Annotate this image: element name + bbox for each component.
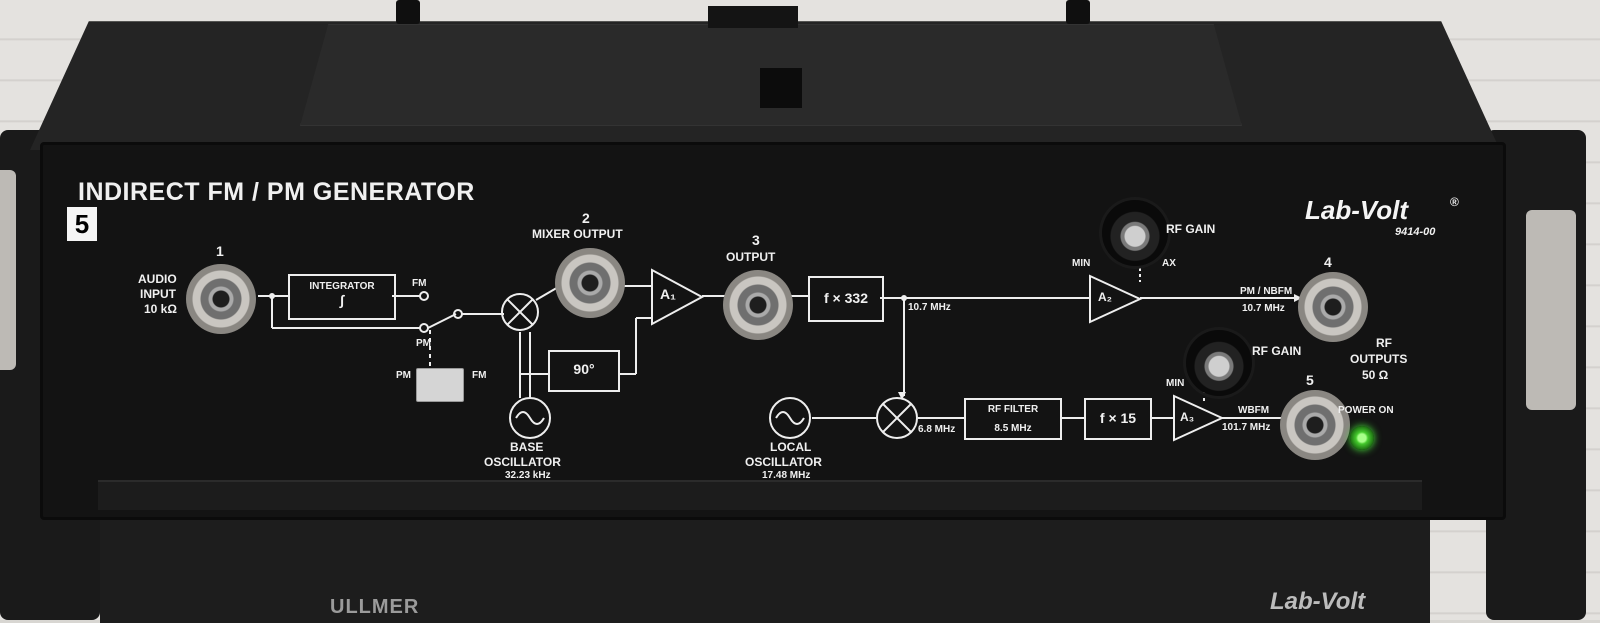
rf-filter-block: RF FILTER 8.5 MHz [964,398,1062,440]
rf-gain-knob-wbfm[interactable] [1186,330,1252,396]
amplifier-a1-label: A₁ [660,286,676,302]
local-osc-label: LOCAL [770,440,812,454]
lower-unit-label: ULLMER [330,596,420,618]
rf-outputs-label-2: OUTPUTS [1350,352,1408,366]
multiplier-15-label: f × 15 [1099,410,1137,426]
fm-pm-selector-switch[interactable] [416,368,464,402]
brand-registered-mark: ® [1450,195,1459,209]
rf-outputs-impedance: 50 Ω [1362,368,1389,382]
local-osc-frequency: 17.48 MHz [762,470,811,481]
audio-input-impedance: 10 kΩ [144,302,177,316]
right-rack-rail [1486,130,1586,620]
freq-6-8-label: 6.8 MHz [918,424,956,435]
base-osc-label: BASE [510,440,544,454]
mixer-output-jack[interactable] [555,248,625,318]
integral-symbol: ∫ [340,292,344,308]
switch-pm-label: PM [396,370,411,381]
rail-opening [1526,210,1576,410]
jack-3-number: 3 [752,232,760,248]
base-osc-frequency: 32.23 kHz [505,470,551,481]
amplifier-a3-label: A₃ [1180,410,1195,424]
model-number: 9414-00 [1395,226,1436,238]
top-post [396,0,420,24]
amplifier-a2-label: A₂ [1098,290,1112,304]
rf-outputs-label: RF [1376,336,1392,350]
jack-1-number: 1 [216,243,224,259]
local-osc-label-2: OSCILLATOR [745,455,822,469]
phase-shift-block: 90° [548,350,620,392]
lower-unit-brand: Lab-Volt [1270,588,1366,615]
rf-gain-knob-nbfm[interactable] [1102,200,1168,266]
integrator-label: INTEGRATOR [309,281,375,292]
module-number: 5 [67,207,97,241]
pm-nbfm-frequency: 10.7 MHz [1242,303,1285,314]
brand-logo: Lab-Volt [1305,195,1409,225]
power-on-label: POWER ON [1338,405,1394,416]
integrator-block: INTEGRATOR ∫ [288,274,396,320]
jack-2-number: 2 [582,210,590,226]
rf-filter-frequency: 8.5 MHz [994,423,1032,434]
panel-bottom-lip [98,480,1422,510]
output-jack[interactable] [723,270,793,340]
power-on-led [1350,426,1374,450]
rf-gain-min-label: MIN [1072,258,1091,269]
lower-unit [100,510,1430,623]
wbfm-frequency: 101.7 MHz [1222,422,1271,433]
wbfm-output-jack[interactable] [1280,390,1350,460]
freq-10-7-label: 10.7 MHz [908,302,951,313]
audio-input-label-2: INPUT [140,287,176,301]
jack-4-number: 4 [1324,254,1332,270]
rail-opening [0,170,16,370]
jack-5-number: 5 [1306,372,1314,388]
wbfm-label: WBFM [1238,405,1270,416]
phase-shift-label: 90° [573,361,595,377]
pm-nbfm-label: PM / NBFM [1240,286,1293,297]
audio-input-label: AUDIO [138,272,177,286]
audio-input-jack[interactable] [186,264,256,334]
mixer-output-label: MIXER OUTPUT [532,227,623,241]
panel-title: INDIRECT FM / PM GENERATOR [78,178,475,206]
multiplier-332-label: f × 332 [824,290,868,306]
rf-gain-max-label: AX [1162,258,1176,269]
pm-contact-label: PM [416,338,431,349]
rf-gain-min-label-2: MIN [1166,378,1185,389]
switch-fm-label: FM [472,370,487,381]
rf-gain-label-2: RF GAIN [1252,344,1302,358]
multiplier-15-block: f × 15 [1084,398,1152,440]
rf-filter-label: RF FILTER [987,404,1039,415]
base-osc-label-2: OSCILLATOR [484,455,561,469]
output-label: OUTPUT [726,250,776,264]
multiplier-332-block: f × 332 [808,276,884,322]
lid-latch [708,6,798,28]
rf-gain-label: RF GAIN [1166,222,1216,236]
fm-contact-label: FM [412,278,427,289]
top-post [1066,0,1090,24]
pm-nbfm-output-jack[interactable] [1298,272,1368,342]
lid-tab [760,68,802,108]
